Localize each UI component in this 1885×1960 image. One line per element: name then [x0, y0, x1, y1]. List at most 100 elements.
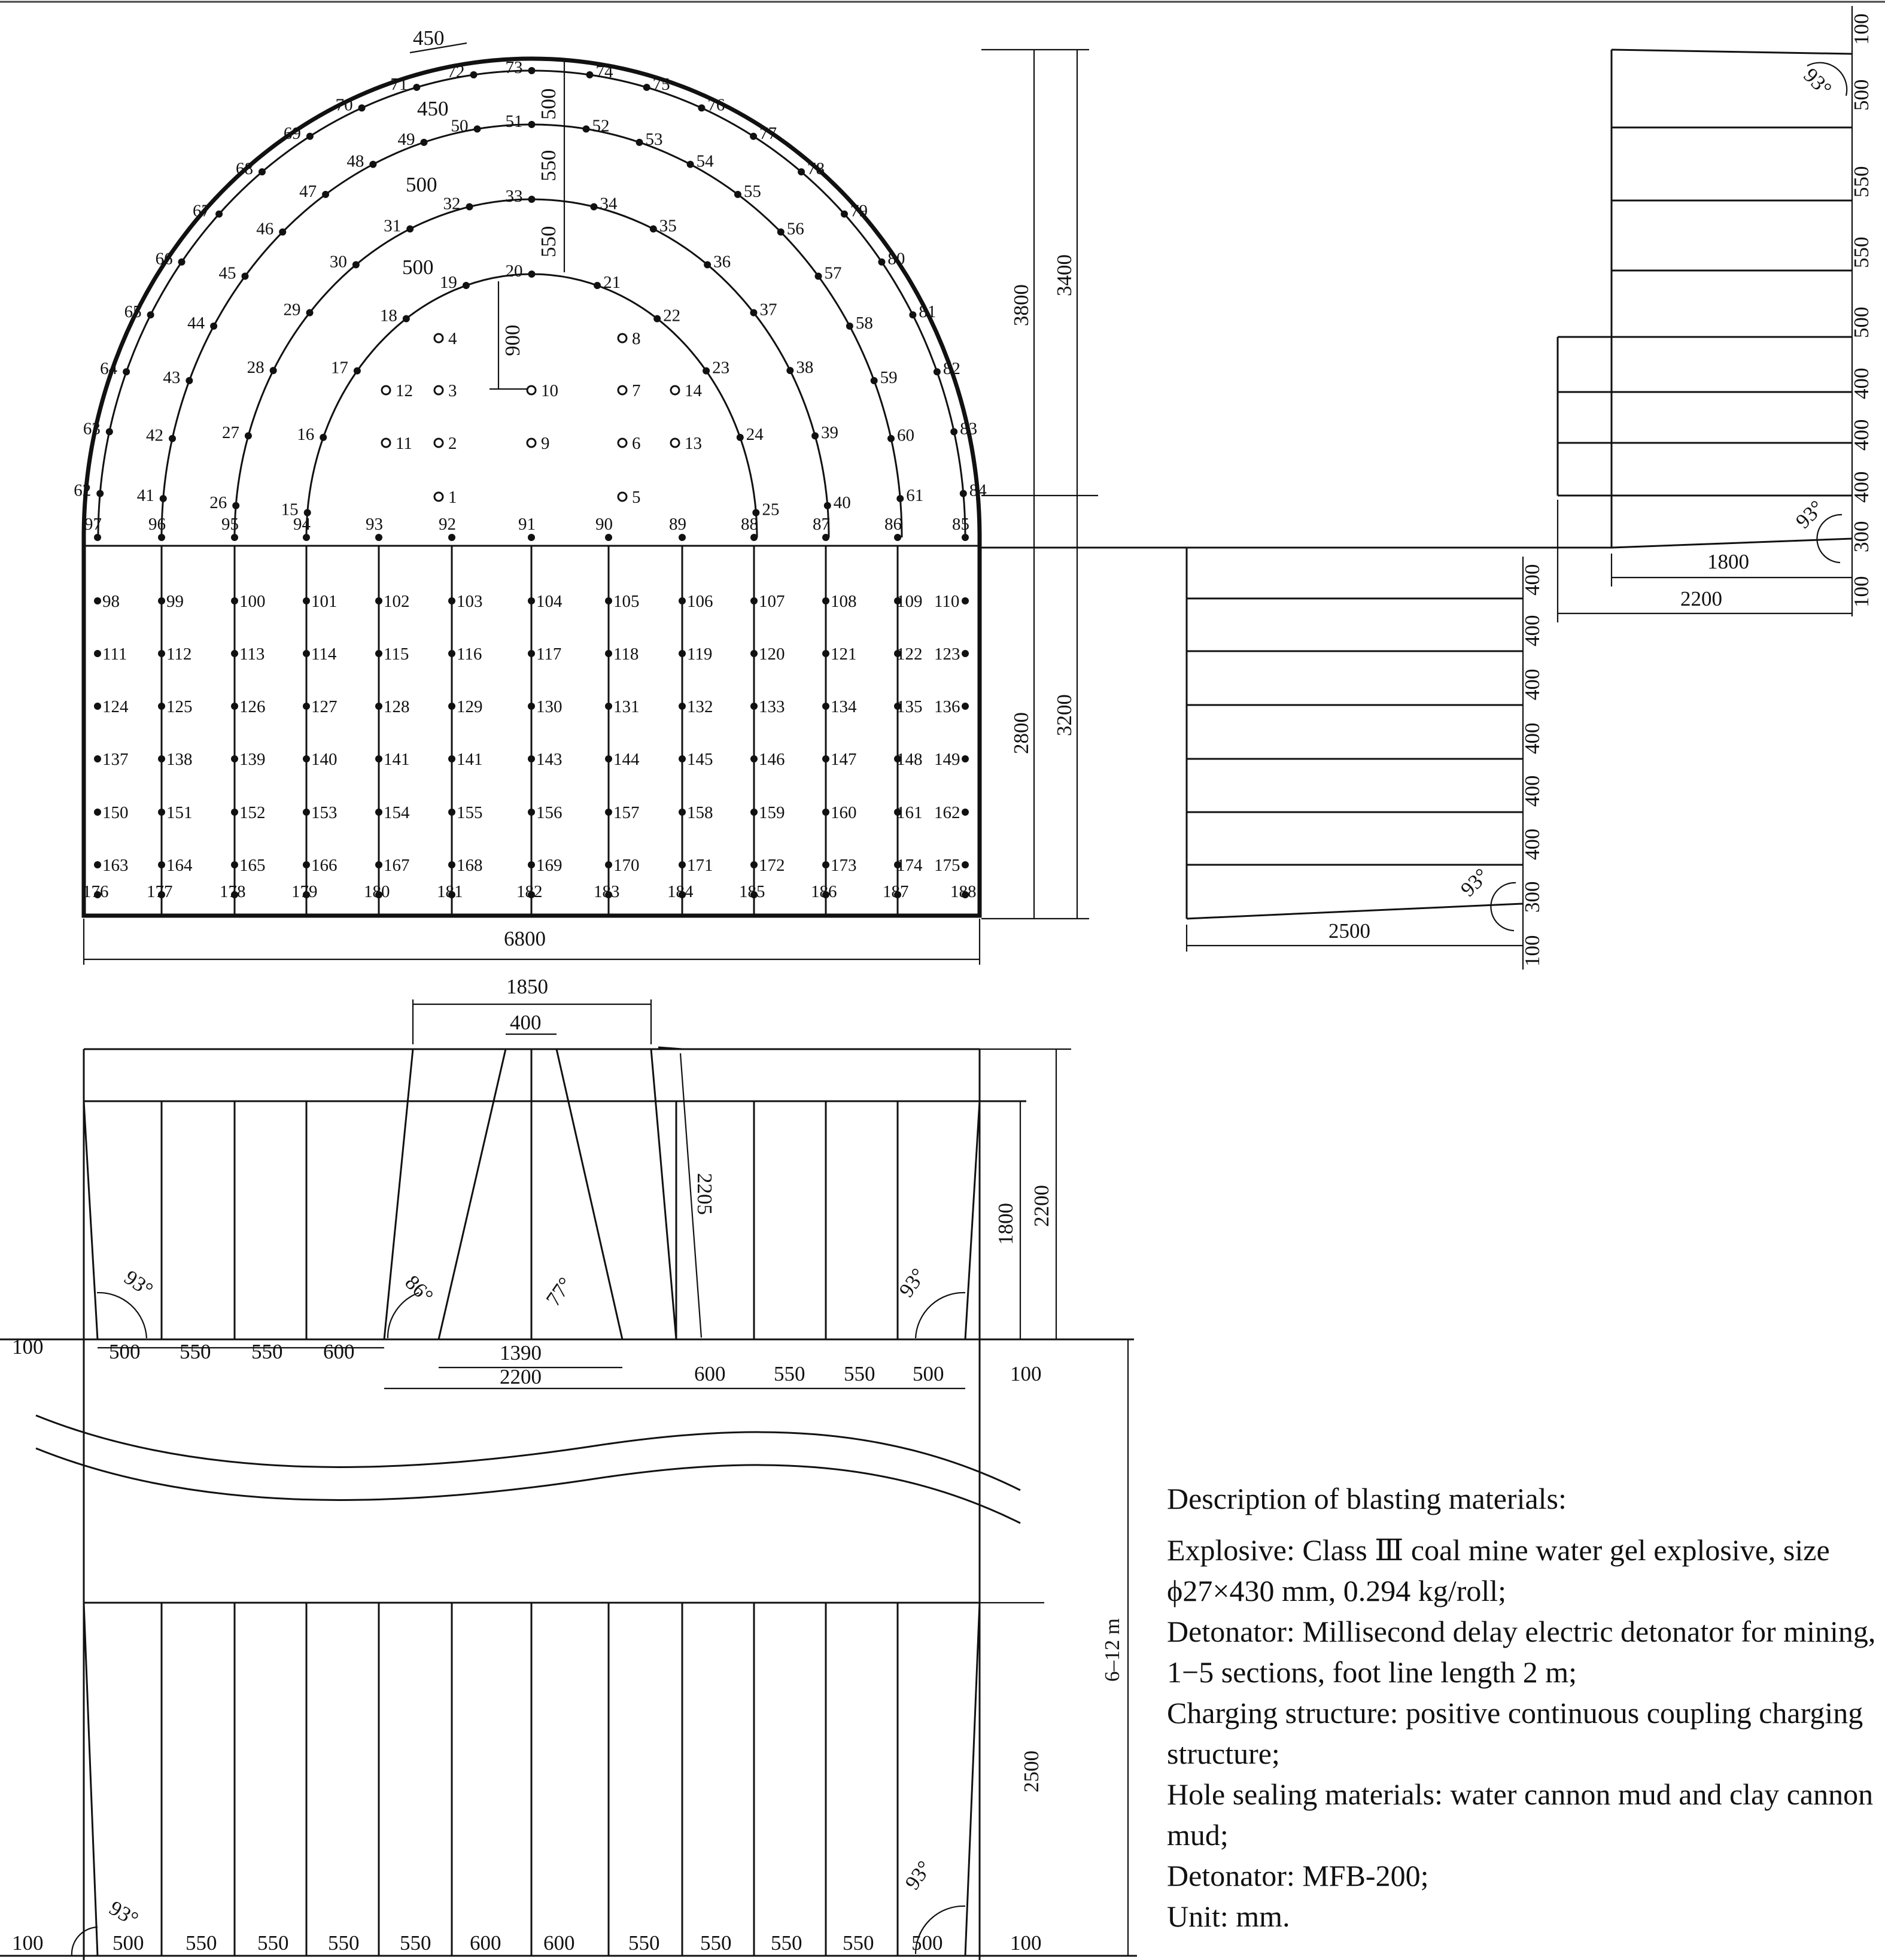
- hole-number: 188: [950, 882, 977, 901]
- hole-number: 88: [741, 515, 758, 534]
- blast-hole: [822, 703, 829, 710]
- hole-number: 107: [759, 592, 785, 611]
- dim-arch-550a: 550: [537, 150, 560, 182]
- arch-hole: [959, 490, 967, 497]
- arch-hole: [814, 272, 822, 280]
- hole-number: 144: [613, 750, 640, 769]
- hole-number: 8: [632, 329, 641, 348]
- blast-hole: [94, 703, 101, 710]
- hole-number: 68: [236, 159, 253, 178]
- blast-hole: [679, 650, 686, 657]
- floor-hole: [528, 534, 535, 541]
- hole-number: 52: [592, 117, 609, 136]
- arch-hole: [358, 104, 366, 112]
- dim-1800-side: 1800: [1707, 550, 1749, 573]
- hole-number: 34: [600, 195, 618, 214]
- legend-detonator: Detonator: Millisecond delay electric de…: [1167, 1615, 1876, 1689]
- hole-number: 86: [884, 515, 902, 534]
- blast-hole: [231, 755, 238, 762]
- hole-number: 111: [102, 645, 127, 664]
- hole-number: 84: [969, 481, 987, 500]
- blast-hole: [679, 597, 686, 604]
- hole-number: 109: [896, 592, 923, 611]
- hole-number: 50: [451, 117, 469, 136]
- blast-hole: [822, 809, 829, 816]
- dim-1850: 1850: [506, 975, 548, 998]
- dim-mid-500: 500: [109, 1340, 141, 1363]
- hole-number: 103: [457, 592, 483, 611]
- hole-number: 97: [84, 515, 102, 534]
- arch-hole: [933, 368, 941, 376]
- hole-number: 176: [83, 882, 109, 901]
- blast-hole: [822, 650, 829, 657]
- arch-hole: [466, 203, 473, 211]
- hole-number: 83: [960, 419, 977, 438]
- arch-hole: [232, 502, 240, 509]
- blast-hole: [750, 597, 758, 604]
- arch-hole: [105, 428, 113, 436]
- blast-hole: [894, 891, 901, 898]
- hole-number: 49: [397, 130, 415, 149]
- angle-93-mid: 93°: [1456, 864, 1493, 901]
- cut-hole: [433, 385, 444, 396]
- arch-hole: [528, 67, 536, 74]
- cut-hole: [433, 437, 444, 448]
- blast-hole: [303, 861, 310, 868]
- hole-number: 17: [331, 358, 348, 378]
- blast-hole: [750, 755, 758, 762]
- blast-hole: [528, 703, 535, 710]
- blast-hole: [679, 891, 686, 898]
- floor-hole: [94, 534, 101, 541]
- hole-number: 2: [448, 434, 457, 453]
- blast-hole: [158, 891, 165, 898]
- bottom-dim-label: 550: [257, 1931, 289, 1955]
- hole-number: 70: [336, 95, 353, 114]
- hole-number: 22: [663, 306, 680, 326]
- hole-number: 183: [594, 882, 620, 901]
- hole-number: 98: [102, 592, 120, 611]
- arch-hole: [352, 261, 360, 269]
- blast-hole: [605, 809, 612, 816]
- hole-number: 85: [952, 515, 969, 534]
- hole-number: 133: [759, 697, 785, 716]
- cut-hole: [617, 491, 628, 502]
- hole-number: 10: [541, 381, 558, 400]
- bottom-dim-label: 550: [771, 1931, 802, 1955]
- legend-charging: Charging structure: positive continuous …: [1167, 1696, 1863, 1770]
- hole-number: 120: [759, 645, 785, 664]
- dim-1800-plan: 1800: [994, 1203, 1017, 1245]
- hole-number: 117: [536, 645, 561, 664]
- blast-hole: [231, 597, 238, 604]
- bottom-dim-label: 100: [1010, 1931, 1042, 1955]
- dim-arch-500: 500: [537, 89, 560, 120]
- hole-number: 24: [746, 425, 764, 444]
- hole-number: 60: [897, 426, 914, 445]
- floor-hole: [894, 534, 901, 541]
- arch-hole: [186, 376, 193, 384]
- blast-hole: [528, 755, 535, 762]
- hole-number: 25: [762, 500, 779, 519]
- dim-spacing-450: 450: [417, 97, 449, 120]
- hole-number: 172: [759, 856, 785, 875]
- hole-number: 179: [291, 882, 318, 901]
- hole-number: 18: [380, 306, 397, 326]
- angle-86: 86°: [400, 1271, 437, 1308]
- side-segment-label: 550: [1850, 166, 1873, 198]
- bottom-dim-label: 550: [400, 1931, 431, 1955]
- blast-hole: [448, 809, 455, 816]
- hole-number: 177: [147, 882, 173, 901]
- hole-number: 1: [448, 488, 457, 507]
- blast-hole: [528, 809, 535, 816]
- bottom-dim-label: 600: [470, 1931, 501, 1955]
- arch-hole: [123, 368, 130, 376]
- arch-hole: [811, 432, 819, 440]
- blast-hole: [894, 755, 901, 762]
- hole-number: 151: [166, 803, 193, 822]
- side-segment-label: 400: [1521, 829, 1544, 861]
- arch-hole: [590, 203, 598, 211]
- blast-hole: [94, 809, 101, 816]
- blast-hole: [375, 703, 382, 710]
- hole-number: 7: [632, 381, 641, 400]
- blast-hole: [158, 703, 165, 710]
